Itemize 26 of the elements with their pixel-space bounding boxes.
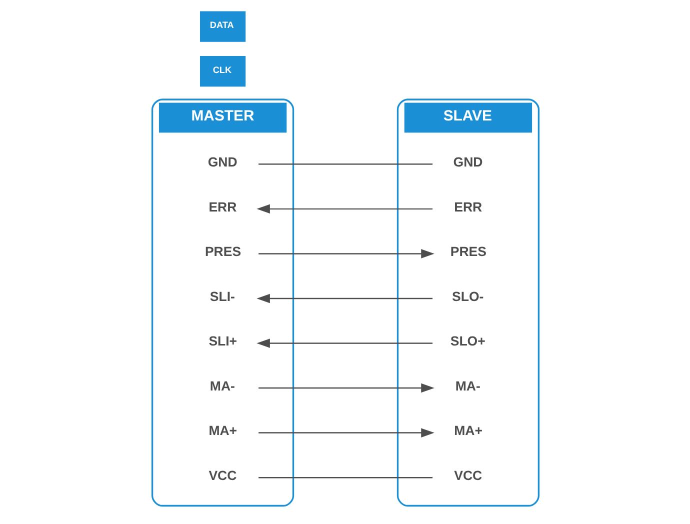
node-text: MA+ (208, 423, 237, 438)
node-text: GND (452, 154, 482, 170)
node-text: PRES (204, 244, 241, 260)
node-text: SLI- (209, 288, 234, 304)
node-text: SLO+ (450, 334, 485, 349)
node-text: SLO- (452, 288, 484, 304)
node-text: VCC (208, 468, 236, 483)
arrow (258, 249, 434, 258)
arrow (256, 204, 432, 214)
node-text: VCC (454, 468, 482, 483)
arrow (256, 294, 432, 304)
node-text: PRES (450, 244, 486, 260)
node-text: GND (207, 154, 237, 170)
node-text: ERR (454, 199, 482, 214)
connector (258, 164, 432, 165)
connector (258, 476, 432, 478)
arrow (258, 383, 434, 393)
label: CLK (212, 64, 232, 75)
node-text: MA+ (454, 423, 482, 438)
node-text: MA- (209, 378, 234, 394)
arrow (258, 428, 434, 438)
node-text: MA- (454, 378, 480, 394)
label: DATA (209, 20, 234, 30)
arrow (256, 338, 432, 348)
node-text: ERR (208, 199, 236, 214)
node-text: SLI+ (208, 334, 237, 349)
